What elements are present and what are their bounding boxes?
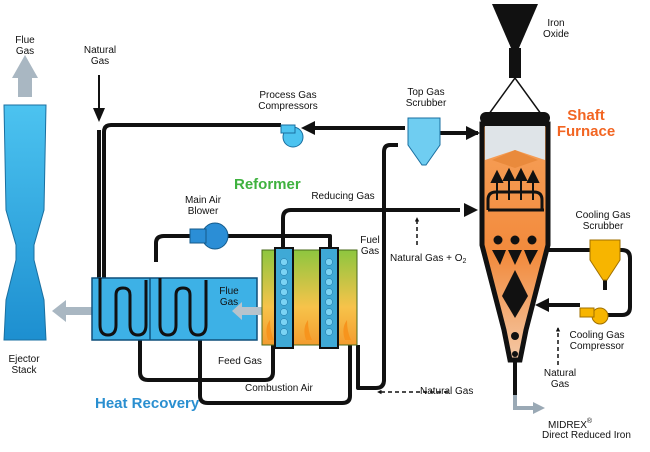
fuel-gas-label: Fuel Gas bbox=[360, 235, 380, 257]
reducing-gas-pipe bbox=[281, 208, 460, 252]
natural-gas-arrow bbox=[93, 108, 105, 122]
reformer bbox=[261, 247, 358, 349]
flue-gas-recovery-arrow bbox=[232, 302, 262, 320]
natural-gas-bottom-label: Natural Gas bbox=[420, 386, 474, 397]
flue-gas-recovery-label: Flue Gas bbox=[219, 286, 239, 308]
feed-gas-pipe bbox=[138, 335, 275, 382]
midrex-label: MIDREX® bbox=[548, 418, 593, 431]
flue-gas-to-stack-arrow bbox=[52, 300, 92, 322]
cooling-gas-compressor bbox=[579, 307, 609, 325]
flue-gas-stack-label: Flue Gas bbox=[15, 35, 35, 57]
natural-gas-top-label: Natural Gas bbox=[83, 45, 117, 67]
top-gas-scrubber bbox=[407, 117, 441, 166]
dashed-lines bbox=[377, 217, 561, 395]
combustion-air-label: Combustion Air bbox=[245, 383, 313, 394]
feed-gas-label: Feed Gas bbox=[218, 356, 262, 367]
combustion-air-pipe bbox=[198, 340, 352, 405]
main-air-blower-label: Main Air Blower bbox=[184, 195, 222, 217]
reducing-gas-arrow bbox=[464, 203, 478, 217]
iron-oxide-label: Iron Oxide bbox=[542, 18, 570, 40]
heat-recovery-unit bbox=[91, 277, 258, 341]
cooling-gas-scrubber bbox=[589, 239, 621, 281]
fuel-gas-pipe bbox=[356, 143, 398, 390]
cooling-gas-arrow bbox=[535, 298, 549, 312]
ejector-stack bbox=[3, 104, 47, 341]
reducing-gas-label: Reducing Gas bbox=[311, 191, 375, 202]
flue-gas-up-arrow bbox=[12, 55, 38, 97]
reformer-title: Reformer bbox=[234, 176, 301, 193]
shaft-furnace-title: Shaft Furnace bbox=[556, 107, 616, 140]
top-gas-arrow bbox=[466, 126, 480, 140]
process-gas-pipe bbox=[102, 123, 281, 285]
process-gas-compressor bbox=[280, 124, 304, 148]
iron-oxide-hopper bbox=[492, 4, 538, 78]
natural-gas-right-label: Natural Gas bbox=[543, 368, 577, 390]
feed-to-reformer-pipe bbox=[154, 234, 332, 262]
dri-outlet-arrow bbox=[513, 395, 545, 414]
shaft-furnace bbox=[479, 76, 551, 395]
cooling-gas-loop-pipe bbox=[540, 248, 632, 317]
natural-gas-o2-label: Natural Gas + O2 bbox=[390, 253, 467, 265]
main-air-blower bbox=[189, 222, 229, 250]
cooling-gas-scrubber-label: Cooling Gas Scrubber bbox=[575, 210, 631, 232]
ejector-stack-label: Ejector Stack bbox=[8, 354, 40, 376]
process-gas-compressors-label: Process Gas Compressors bbox=[258, 90, 318, 112]
process-piping bbox=[97, 123, 632, 405]
top-gas-scrubber-label: Top Gas Scrubber bbox=[405, 87, 447, 109]
process-gas-arrow bbox=[301, 121, 315, 135]
arrowheads bbox=[93, 108, 549, 312]
direct-reduced-iron-label: Direct Reduced Iron bbox=[542, 430, 631, 441]
cooling-gas-compressor-label: Cooling Gas Compressor bbox=[569, 330, 625, 352]
heat-recovery-title: Heat Recovery bbox=[95, 395, 200, 412]
